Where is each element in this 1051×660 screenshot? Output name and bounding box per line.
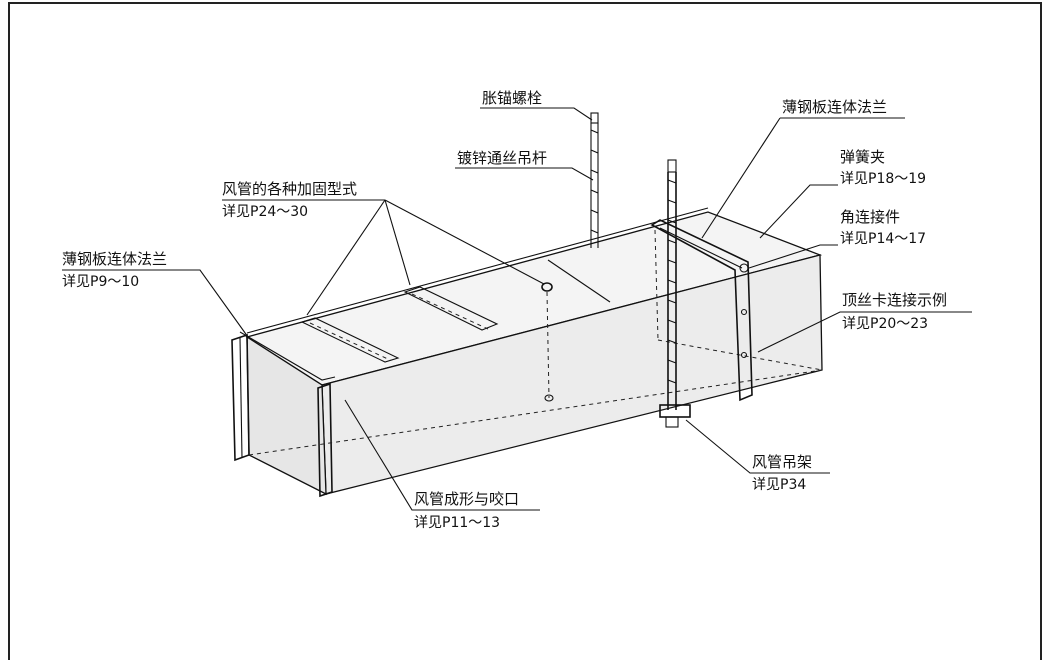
leader-lines xyxy=(62,107,972,511)
label-anchor-bolt: 胀锚螺栓 xyxy=(482,89,542,107)
label-threaded-rod: 镀锌通丝吊杆 xyxy=(457,149,547,167)
ref-reinforcement: 详见P24～30 xyxy=(222,204,308,220)
hanger-rod-right xyxy=(659,159,691,428)
label-spring-clip: 弹簧夹 xyxy=(840,148,885,166)
hidden-bottom-edge xyxy=(248,369,823,456)
label-duct-hanger: 风管吊架 xyxy=(752,453,812,471)
ref-flange-left: 详见P9～10 xyxy=(62,274,139,290)
duct-body xyxy=(231,207,823,498)
anchor-point-icon xyxy=(541,282,553,292)
label-duct-forming: 风管成形与咬口 xyxy=(414,490,519,508)
label-reinforcement: 风管的各种加固型式 xyxy=(222,180,357,198)
ref-spring-clip: 详见P18～19 xyxy=(840,171,926,187)
label-top-screw-clamp: 顶丝卡连接示例 xyxy=(842,291,947,309)
label-corner-connector: 角连接件 xyxy=(840,208,900,226)
top-seam xyxy=(547,259,611,303)
ref-corner-connector: 详见P14～17 xyxy=(840,231,926,247)
hanger-rod-left xyxy=(590,112,599,248)
drawing-frame xyxy=(8,2,1042,660)
ref-top-screw-clamp: 详见P20～23 xyxy=(842,316,928,332)
ref-duct-forming: 详见P11～13 xyxy=(414,515,500,531)
front-flange-plate xyxy=(317,382,333,498)
right-flange-frame xyxy=(650,219,753,402)
reinforcement-ribs xyxy=(300,286,499,363)
label-flange-right: 薄钢板连体法兰 xyxy=(782,98,887,116)
corner-connector-icon xyxy=(739,263,749,273)
label-flange-left: 薄钢板连体法兰 xyxy=(62,250,167,268)
ref-duct-hanger: 详见P34 xyxy=(752,477,806,493)
